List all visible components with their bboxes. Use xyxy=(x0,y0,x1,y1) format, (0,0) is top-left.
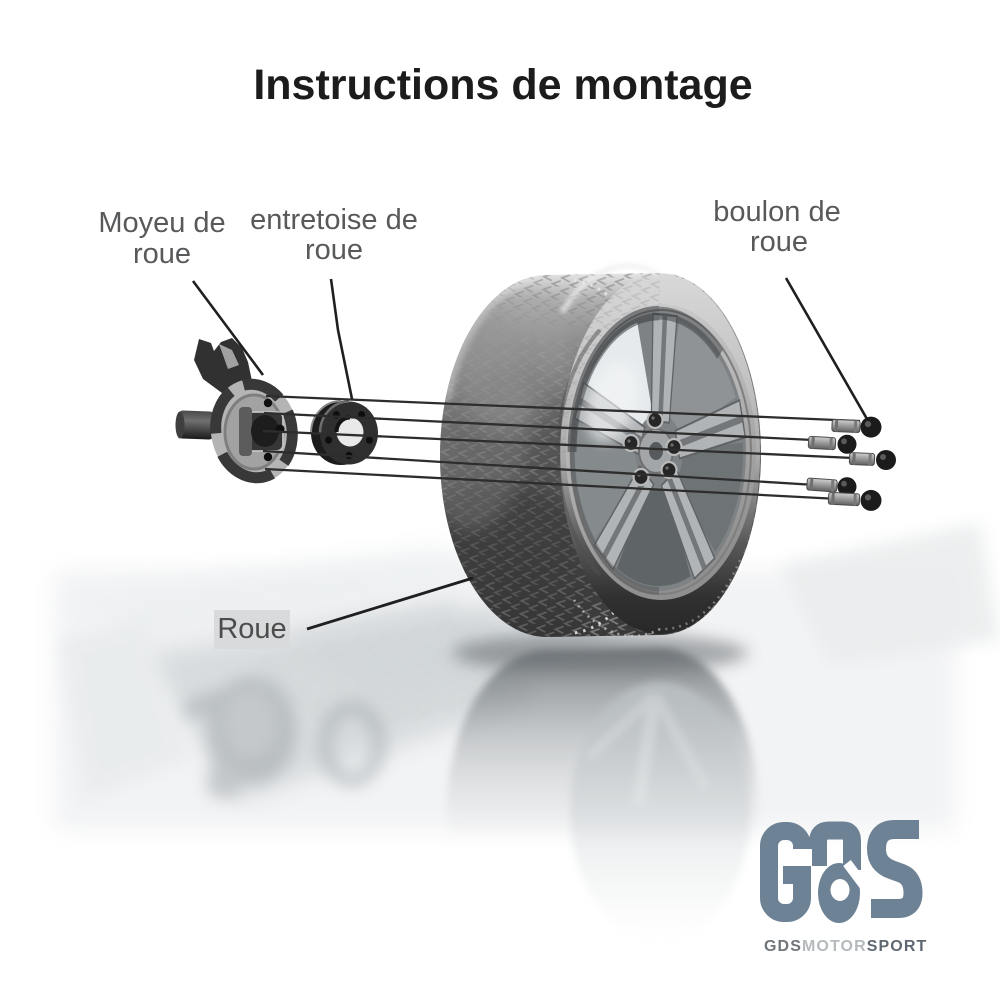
svg-text:roue: roue xyxy=(133,238,191,270)
svg-text:Roue: Roue xyxy=(217,613,286,645)
svg-text:GDSMOTORSPORT: GDSMOTORSPORT xyxy=(764,938,927,955)
svg-text:entretoise de: entretoise de xyxy=(250,204,418,236)
svg-text:roue: roue xyxy=(305,234,363,266)
svg-text:boulon de: boulon de xyxy=(713,196,840,228)
svg-text:Moyeu de: Moyeu de xyxy=(98,207,225,239)
svg-text:Instructions de montage: Instructions de montage xyxy=(253,61,752,109)
svg-text:roue: roue xyxy=(750,226,808,258)
